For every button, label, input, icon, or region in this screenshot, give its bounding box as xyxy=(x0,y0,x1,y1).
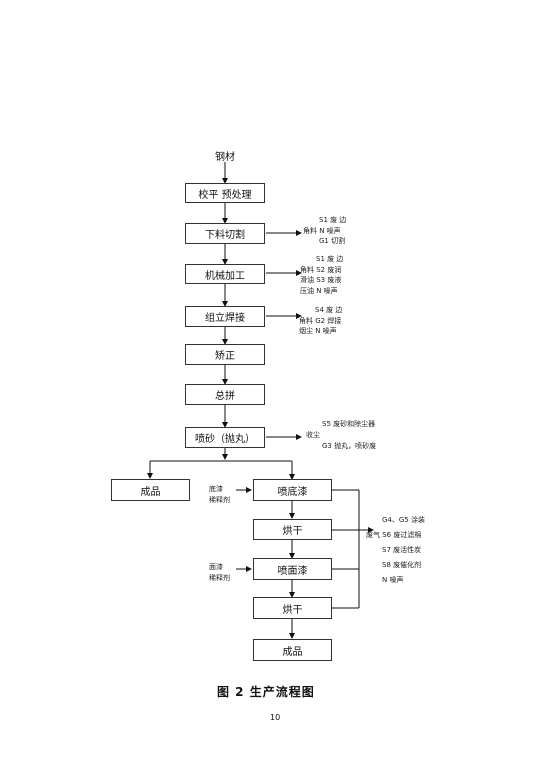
emission-note-cutting: S1 废 边 角料 N 噪声 G1 切割 xyxy=(303,216,347,245)
step-straightening: 矫正 xyxy=(185,344,265,365)
step-assembly-welding: 组立焊接 xyxy=(185,306,265,327)
step-primer-spray: 喷底漆 xyxy=(253,479,332,501)
step-sandblasting: 喷砂（抛丸） xyxy=(185,427,265,448)
figure-caption: 图 2 生产流程图 xyxy=(217,685,315,699)
step-final-assembly: 总拼 xyxy=(185,384,265,405)
emission-note-painting: G4、G5 涂装 废气 S6 废过滤棉 S7 废活性炭 S8 废催化剂 N 噪声 xyxy=(366,516,425,584)
step-leveling-pretreatment: 校平 预处理 xyxy=(185,183,265,203)
step-cutting: 下料切割 xyxy=(185,223,265,244)
page-number: 10 xyxy=(270,713,281,722)
step-drying-1: 烘干 xyxy=(253,519,332,540)
topcoat-input-note: 面漆稀释剂 xyxy=(209,563,230,582)
primer-input-note: 底漆稀释剂 xyxy=(209,485,230,504)
emission-note-blasting: S5 废砂和除尘器 收尘 G3 抛丸，喷砂废 xyxy=(306,420,377,450)
product-left-box: 成品 xyxy=(111,479,190,501)
start-material-label: 钢材 xyxy=(215,152,235,163)
step-machining: 机械加工 xyxy=(185,264,265,284)
emission-note-machining: S1 废 边 角料 S2 废润 滑油 S3 废液 压油 N 噪声 xyxy=(300,255,344,295)
product-bottom-box: 成品 xyxy=(253,639,332,661)
step-drying-2: 烘干 xyxy=(253,597,332,619)
step-topcoat-spray: 喷面漆 xyxy=(253,558,332,580)
emission-note-welding: S4 废 边 角料 G2 焊接 烟尘 N 噪声 xyxy=(299,306,343,335)
